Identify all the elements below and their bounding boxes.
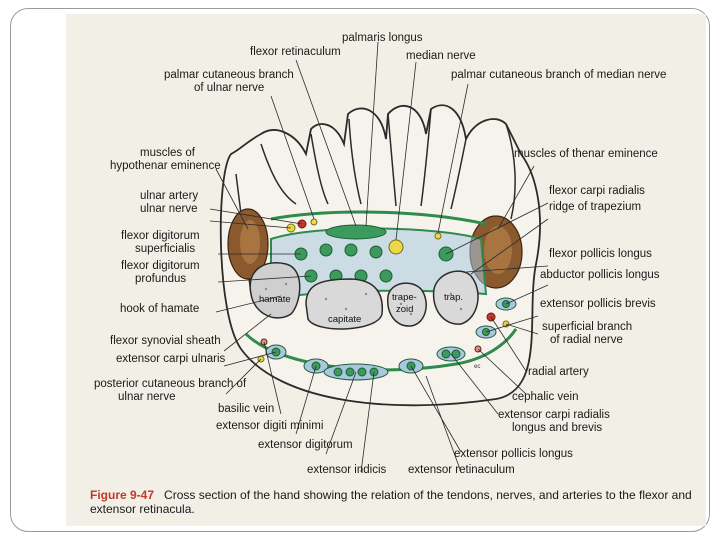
label-median-nerve: median nerve (406, 50, 476, 62)
label-palmar-cutaneous-median: palmar cutaneous branch of median nerve (451, 69, 666, 81)
label-extensor-digitorum: extensor digitorum (258, 439, 353, 451)
bone-label-hamate: hamate (259, 294, 291, 305)
capitate-bone (305, 278, 384, 330)
label-flexor-carpi-radialis: flexor carpi radialis (549, 185, 645, 197)
label-ulnar-nerve: ulnar nerve (140, 203, 198, 215)
label-basilic-vein: basilic vein (218, 403, 274, 415)
label-hook-of-hamate: hook of hamate (120, 303, 199, 315)
figure-number: Figure 9-47 (90, 488, 155, 502)
hamate-bone (249, 262, 301, 319)
bone-label-capitate: capitate (328, 314, 361, 325)
leader-lines (209, 41, 549, 473)
label-extensor-retinaculum: extensor retinaculum (408, 464, 515, 476)
label-flexor-pollicis-longus: flexor pollicis longus (549, 248, 652, 260)
carpal-bones (249, 262, 479, 330)
trapezoid-bone (387, 282, 427, 327)
label-thenar-muscles: muscles of thenar eminence (514, 148, 658, 160)
figure-caption-text: Cross section of the hand showing the re… (90, 488, 692, 516)
label-extensor-pollicis-longus: extensor pollicis longus (454, 448, 573, 460)
label-ulnar-artery: ulnar artery (140, 190, 198, 202)
artist-mark: ec (474, 364, 480, 370)
bone-label-trapezium: trap. (444, 292, 463, 303)
label-extensor-carpi-ulnaris: extensor carpi ulnaris (116, 353, 226, 365)
label-cephalic-vein: cephalic vein (512, 391, 578, 403)
palmar-cutaneous-ulnar-shape (310, 218, 318, 226)
bone-texture (264, 282, 463, 316)
label-palmaris-longus: palmaris longus (342, 32, 423, 44)
label-extensor-indicis: extensor indicis (307, 464, 387, 476)
median-nerve-shape (388, 239, 404, 255)
flexor-retinaculum-band (270, 210, 487, 226)
label-flexor-retinaculum: flexor retinaculum (250, 46, 341, 58)
trapezium-bone (432, 270, 479, 325)
label-radial-artery: radial artery (528, 366, 589, 378)
hand-cross-section-diagram: hamate capitate trape- zoid trap. (94, 32, 666, 476)
label-flexor-synovial-sheath: flexor synovial sheath (110, 335, 221, 347)
palmar-cutaneous-median-shape (434, 232, 442, 240)
label-abductor-pollicis-longus: abductor pollicis longus (540, 269, 660, 281)
bone-label-trapezoid-bottom: zoid (396, 304, 413, 315)
label-extensor-digiti-minimi: extensor digiti minimi (216, 420, 323, 432)
label-extensor-pollicis-brevis: extensor pollicis brevis (540, 298, 656, 310)
finger-folds (235, 108, 516, 295)
diagram-labels: palmaris longus flexor retinaculum media… (94, 32, 666, 476)
label-ridge-of-trapezium: ridge of trapezium (549, 201, 641, 213)
figure-plate: hamate capitate trape- zoid trap. (66, 14, 706, 526)
bone-label-trapezoid-top: trape- (392, 292, 417, 303)
